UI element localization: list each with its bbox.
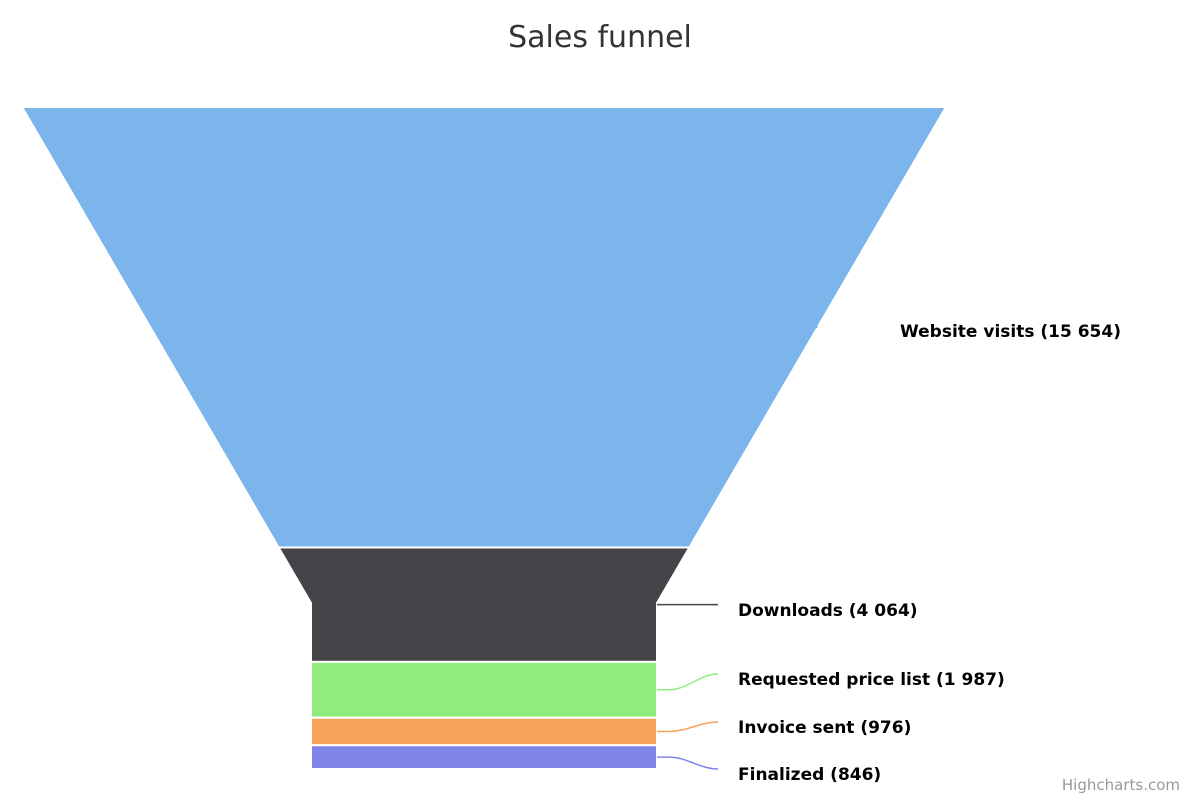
- chart-title: Sales funnel: [508, 20, 692, 55]
- data-label-connector: [657, 721, 719, 733]
- data-label: Requested price list (1 987): [738, 670, 1005, 690]
- data-label-connector: [657, 756, 719, 770]
- data-label: Downloads (4 064): [738, 601, 918, 621]
- data-label: Invoice sent (976): [738, 718, 911, 738]
- credits-link[interactable]: Highcharts.com: [1062, 776, 1180, 794]
- data-label: Finalized (846): [738, 765, 881, 785]
- funnel-segment-invoice-sent[interactable]: [310, 716, 658, 747]
- funnel-segment-downloads[interactable]: [276, 546, 692, 663]
- funnel-segment-requested-price-list[interactable]: [310, 660, 658, 719]
- data-label: Website visits (15 654): [900, 322, 1121, 342]
- data-label-connector: [657, 673, 719, 691]
- funnel-segment-finalized[interactable]: [310, 744, 658, 770]
